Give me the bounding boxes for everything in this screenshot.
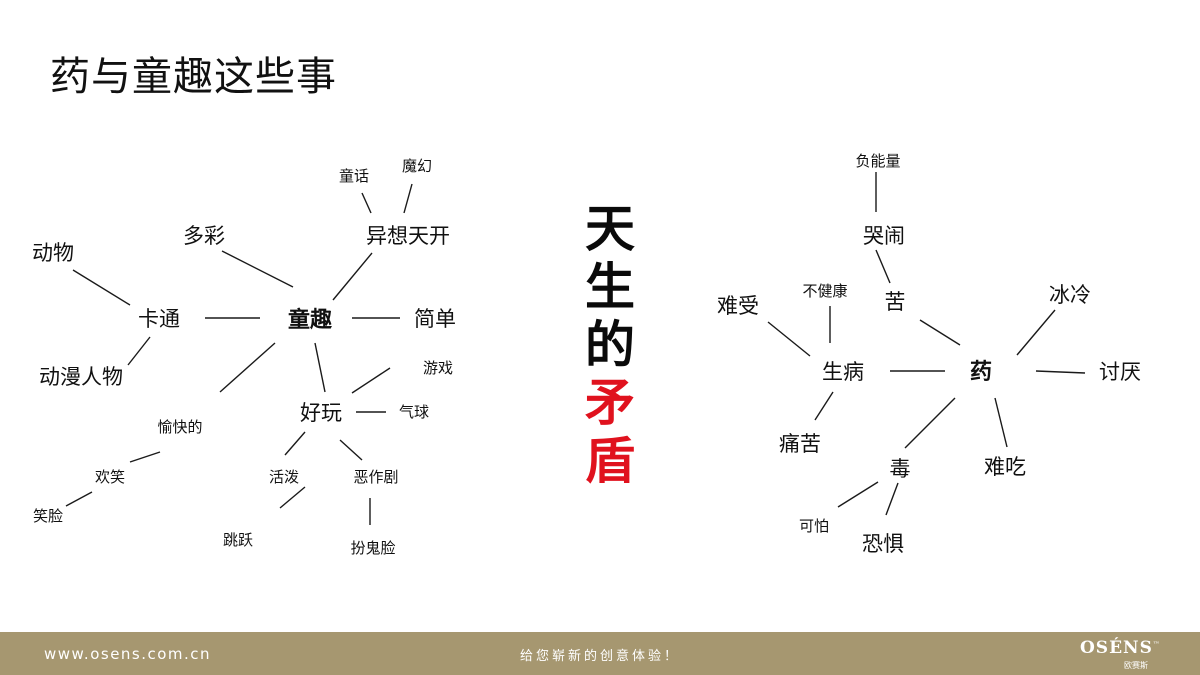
node-xiaolian: 笑脸 xyxy=(33,507,63,525)
link-kunao-ku xyxy=(875,249,891,284)
node-duocai: 多彩 xyxy=(183,224,225,248)
center-vertical-text: 天 生 的 矛 盾 xyxy=(570,200,650,490)
node-nanchi: 难吃 xyxy=(984,455,1026,479)
right-mind-map: 药 负能量 哭闹 苦 冰冷 讨厌 生病 不健康 难受 痛苦 毒 可怕 恐惧 难吃 xyxy=(717,152,1141,556)
link-yao-taoyan xyxy=(1035,370,1086,374)
node-yukuaide: 愉快的 xyxy=(157,418,202,436)
node-ezuoju: 恶作剧 xyxy=(353,468,398,486)
link-huopo-tiaoyue xyxy=(279,486,306,509)
node-ku: 苦 xyxy=(885,290,906,314)
node-dongwu: 动物 xyxy=(32,241,74,265)
osens-logo: OSÉNS™ 欧赛斯 xyxy=(1080,638,1160,670)
node-mohuan: 魔幻 xyxy=(402,157,432,175)
link-haowan-huopo xyxy=(284,431,306,456)
node-dongmanrenwu: 动漫人物 xyxy=(39,365,123,389)
node-tiaoyue: 跳跃 xyxy=(223,531,253,549)
link-center-yukuai xyxy=(219,342,276,393)
logo-subtitle: 欧赛斯 xyxy=(1124,661,1148,670)
center-char-sheng: 生 xyxy=(585,258,635,316)
node-du: 毒 xyxy=(890,457,911,481)
link-yao-nanchi xyxy=(994,397,1008,448)
link-du-kongju xyxy=(885,482,899,516)
node-shengbing: 生病 xyxy=(822,360,864,384)
node-kongju: 恐惧 xyxy=(862,532,904,556)
center-char-dun: 盾 xyxy=(585,432,635,490)
node-huanxiao: 欢笑 xyxy=(95,468,125,486)
link-yixiang-tonghua xyxy=(361,192,372,214)
node-tongqu: 童趣 xyxy=(288,307,332,333)
link-center-yixiang xyxy=(332,252,373,301)
node-bujiankang: 不健康 xyxy=(802,282,847,300)
center-char-mao: 矛 xyxy=(585,374,635,432)
link-center-haowan xyxy=(314,342,326,393)
footer-url[interactable]: www.osens.com.cn xyxy=(44,645,212,663)
node-banguilian: 扮鬼脸 xyxy=(350,539,395,557)
link-yao-du xyxy=(904,397,956,449)
node-nanshou: 难受 xyxy=(717,294,759,318)
link-yixiang-mohuan xyxy=(403,183,413,214)
link-haowan-youxi xyxy=(351,367,391,394)
node-kunao: 哭闹 xyxy=(863,224,905,248)
slide-title: 药与童趣这些事 xyxy=(50,54,337,100)
node-qiqiu: 气球 xyxy=(399,403,429,421)
node-funengliang: 负能量 xyxy=(855,152,900,170)
link-haowan-ezuoju xyxy=(339,439,363,461)
node-tonghua: 童话 xyxy=(339,167,369,185)
node-katong: 卡通 xyxy=(138,307,180,331)
node-bingleng: 冰冷 xyxy=(1049,283,1091,307)
node-taoyan: 讨厌 xyxy=(1099,360,1141,384)
footer-bar: www.osens.com.cn 给您崭新的创意体验！ OSÉNS™ 欧赛斯 xyxy=(0,632,1200,675)
link-katong-dongman xyxy=(127,336,151,366)
center-char-tian: 天 xyxy=(585,200,635,258)
node-jiandan: 简单 xyxy=(414,307,456,331)
node-yixiangtiankai: 异想天开 xyxy=(366,224,450,248)
link-huanxiao-xiaolian xyxy=(65,491,93,507)
logo-trademark: ™ xyxy=(1152,640,1160,649)
link-yao-bingleng xyxy=(1016,309,1056,356)
link-ku-yao xyxy=(919,319,961,346)
link-du-kepa xyxy=(837,481,879,508)
node-tongku: 痛苦 xyxy=(779,432,821,456)
link-shengbing-tongku xyxy=(814,391,834,421)
link-shengbing-nanshou xyxy=(767,321,811,357)
left-mind-map: 童趣 异想天开 童话 魔幻 多彩 卡通 动物 动漫人物 简单 好玩 游戏 气球 … xyxy=(32,157,456,557)
node-youxi: 游戏 xyxy=(423,359,453,377)
logo-wordmark: OSÉNS xyxy=(1080,638,1153,658)
link-katong-dongwu xyxy=(72,269,131,306)
node-huopo: 活泼 xyxy=(269,468,299,486)
footer-slogan: 给您崭新的创意体验！ xyxy=(519,649,680,664)
node-yao: 药 xyxy=(970,360,992,385)
node-haowan: 好玩 xyxy=(300,401,342,425)
link-center-duocai xyxy=(221,250,294,288)
link-yukuai-huanxiao xyxy=(129,451,161,463)
center-char-de: 的 xyxy=(585,316,635,374)
node-kepa: 可怕 xyxy=(799,517,829,535)
